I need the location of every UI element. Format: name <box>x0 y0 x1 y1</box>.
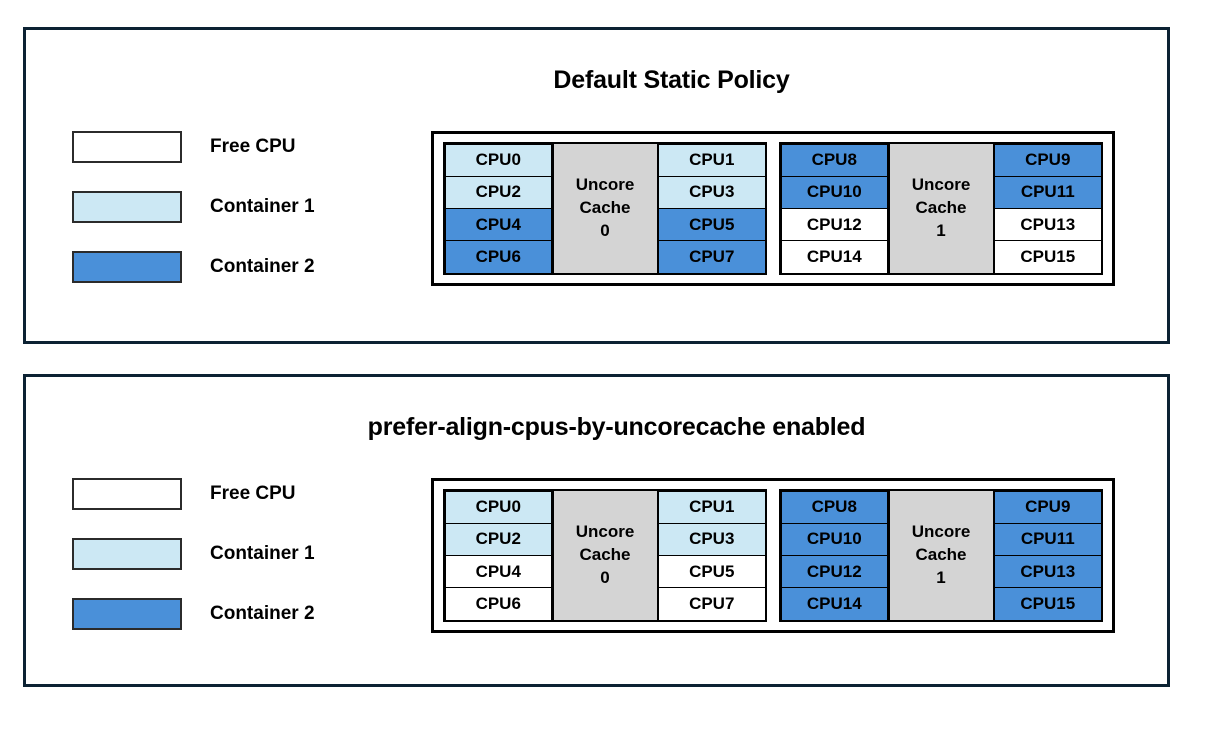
cpu-cell: CPU10 <box>780 175 888 209</box>
cpu-cell: CPU9 <box>994 490 1102 524</box>
cpu-cell: CPU12 <box>780 208 888 242</box>
uncore-cache-group-1: CPU8 CPU10 CPU12 CPU14 Uncore Cache 1 CP… <box>779 142 1103 275</box>
cpu-column-right: CPU9 CPU11 CPU13 CPU15 <box>994 490 1102 621</box>
cpu-cell: CPU14 <box>780 587 888 621</box>
cpu-column-right: CPU9 CPU11 CPU13 CPU15 <box>994 143 1102 274</box>
cpu-cell: CPU9 <box>994 143 1102 177</box>
legend-swatch-container-1 <box>72 538 182 570</box>
uncore-cache-group-1: CPU8 CPU10 CPU12 CPU14 Uncore Cache 1 CP… <box>779 489 1103 622</box>
legend-item-free-cpu: Free CPU <box>72 131 315 163</box>
panel-default-static-policy: Default Static Policy Free CPU Container… <box>23 27 1170 344</box>
cpu-cell: CPU8 <box>780 143 888 177</box>
cpu-cell: CPU14 <box>780 240 888 274</box>
uncore-cache-line-1: Uncore <box>575 522 635 542</box>
page-title: prefer-align-cpus-by-uncorecache enabled <box>367 413 866 441</box>
legend-item-container-1: Container 1 <box>72 191 315 223</box>
cpu-cell: CPU13 <box>994 208 1102 242</box>
cpu-topology-diagram: CPU0 CPU2 CPU4 CPU6 Uncore Cache 0 CPU1 … <box>431 131 1115 286</box>
cpu-cell: CPU6 <box>444 240 552 274</box>
uncore-cache-index: 0 <box>600 220 610 240</box>
uncore-cache-index: 1 <box>936 567 946 587</box>
uncore-cache-group-0: CPU0 CPU2 CPU4 CPU6 Uncore Cache 0 CPU1 … <box>443 142 767 275</box>
legend-swatch-free-cpu <box>72 478 182 510</box>
cpu-cell: CPU2 <box>444 175 552 209</box>
cpu-column-left: CPU8 CPU10 CPU12 CPU14 <box>780 143 888 274</box>
uncore-cache-label: Uncore Cache 1 <box>887 144 995 273</box>
uncore-cache-line-1: Uncore <box>575 175 635 195</box>
legend-item-container-1: Container 1 <box>72 538 315 570</box>
legend-swatch-container-2 <box>72 598 182 630</box>
cpu-column-left: CPU8 CPU10 CPU12 CPU14 <box>780 490 888 621</box>
uncore-cache-line-1: Uncore <box>911 175 971 195</box>
legend-item-container-2: Container 2 <box>72 251 315 283</box>
uncore-cache-line-2: Cache <box>579 198 631 218</box>
cpu-cell: CPU6 <box>444 587 552 621</box>
cpu-cell: CPU5 <box>658 555 766 589</box>
cpu-cell: CPU13 <box>994 555 1102 589</box>
cpu-cell: CPU15 <box>994 587 1102 621</box>
uncore-cache-label: Uncore Cache 0 <box>551 144 659 273</box>
legend: Free CPU Container 1 Container 2 <box>72 131 315 311</box>
cpu-cell: CPU2 <box>444 522 552 556</box>
cpu-cell: CPU3 <box>658 175 766 209</box>
uncore-cache-index: 0 <box>600 567 610 587</box>
uncore-cache-line-2: Cache <box>579 545 631 565</box>
uncore-cache-index: 1 <box>936 220 946 240</box>
legend-swatch-free-cpu <box>72 131 182 163</box>
cpu-column-left: CPU0 CPU2 CPU4 CPU6 <box>444 490 552 621</box>
uncore-cache-label: Uncore Cache 0 <box>551 491 659 620</box>
cpu-topology-diagram: CPU0 CPU2 CPU4 CPU6 Uncore Cache 0 CPU1 … <box>431 478 1115 633</box>
cpu-cell: CPU0 <box>444 490 552 524</box>
cpu-cell: CPU11 <box>994 175 1102 209</box>
legend-item-container-2: Container 2 <box>72 598 315 630</box>
page-title: Default Static Policy <box>553 66 790 94</box>
cpu-cell: CPU7 <box>658 240 766 274</box>
cpu-cell: CPU0 <box>444 143 552 177</box>
uncore-cache-line-2: Cache <box>915 198 967 218</box>
legend-label-free-cpu: Free CPU <box>210 483 296 504</box>
panel-prefer-align-cpus-by-uncorecache: prefer-align-cpus-by-uncorecache enabled… <box>23 374 1170 687</box>
cpu-cell: CPU4 <box>444 555 552 589</box>
cpu-cell: CPU11 <box>994 522 1102 556</box>
cpu-cell: CPU1 <box>658 143 766 177</box>
legend-item-free-cpu: Free CPU <box>72 478 315 510</box>
legend-label-container-2: Container 2 <box>210 256 315 277</box>
legend-swatch-container-2 <box>72 251 182 283</box>
cpu-cell: CPU12 <box>780 555 888 589</box>
legend-label-container-1: Container 1 <box>210 196 315 217</box>
legend-swatch-container-1 <box>72 191 182 223</box>
cpu-cell: CPU5 <box>658 208 766 242</box>
cpu-cell: CPU8 <box>780 490 888 524</box>
cpu-column-right: CPU1 CPU3 CPU5 CPU7 <box>658 490 766 621</box>
cpu-cell: CPU3 <box>658 522 766 556</box>
cpu-cell: CPU7 <box>658 587 766 621</box>
uncore-cache-label: Uncore Cache 1 <box>887 491 995 620</box>
cpu-cell: CPU1 <box>658 490 766 524</box>
uncore-cache-group-0: CPU0 CPU2 CPU4 CPU6 Uncore Cache 0 CPU1 … <box>443 489 767 622</box>
uncore-cache-line-1: Uncore <box>911 522 971 542</box>
cpu-column-right: CPU1 CPU3 CPU5 CPU7 <box>658 143 766 274</box>
cpu-cell: CPU15 <box>994 240 1102 274</box>
legend-label-free-cpu: Free CPU <box>210 136 296 157</box>
legend: Free CPU Container 1 Container 2 <box>72 478 315 658</box>
legend-label-container-1: Container 1 <box>210 543 315 564</box>
cpu-cell: CPU4 <box>444 208 552 242</box>
cpu-column-left: CPU0 CPU2 CPU4 CPU6 <box>444 143 552 274</box>
uncore-cache-line-2: Cache <box>915 545 967 565</box>
legend-label-container-2: Container 2 <box>210 603 315 624</box>
cpu-cell: CPU10 <box>780 522 888 556</box>
